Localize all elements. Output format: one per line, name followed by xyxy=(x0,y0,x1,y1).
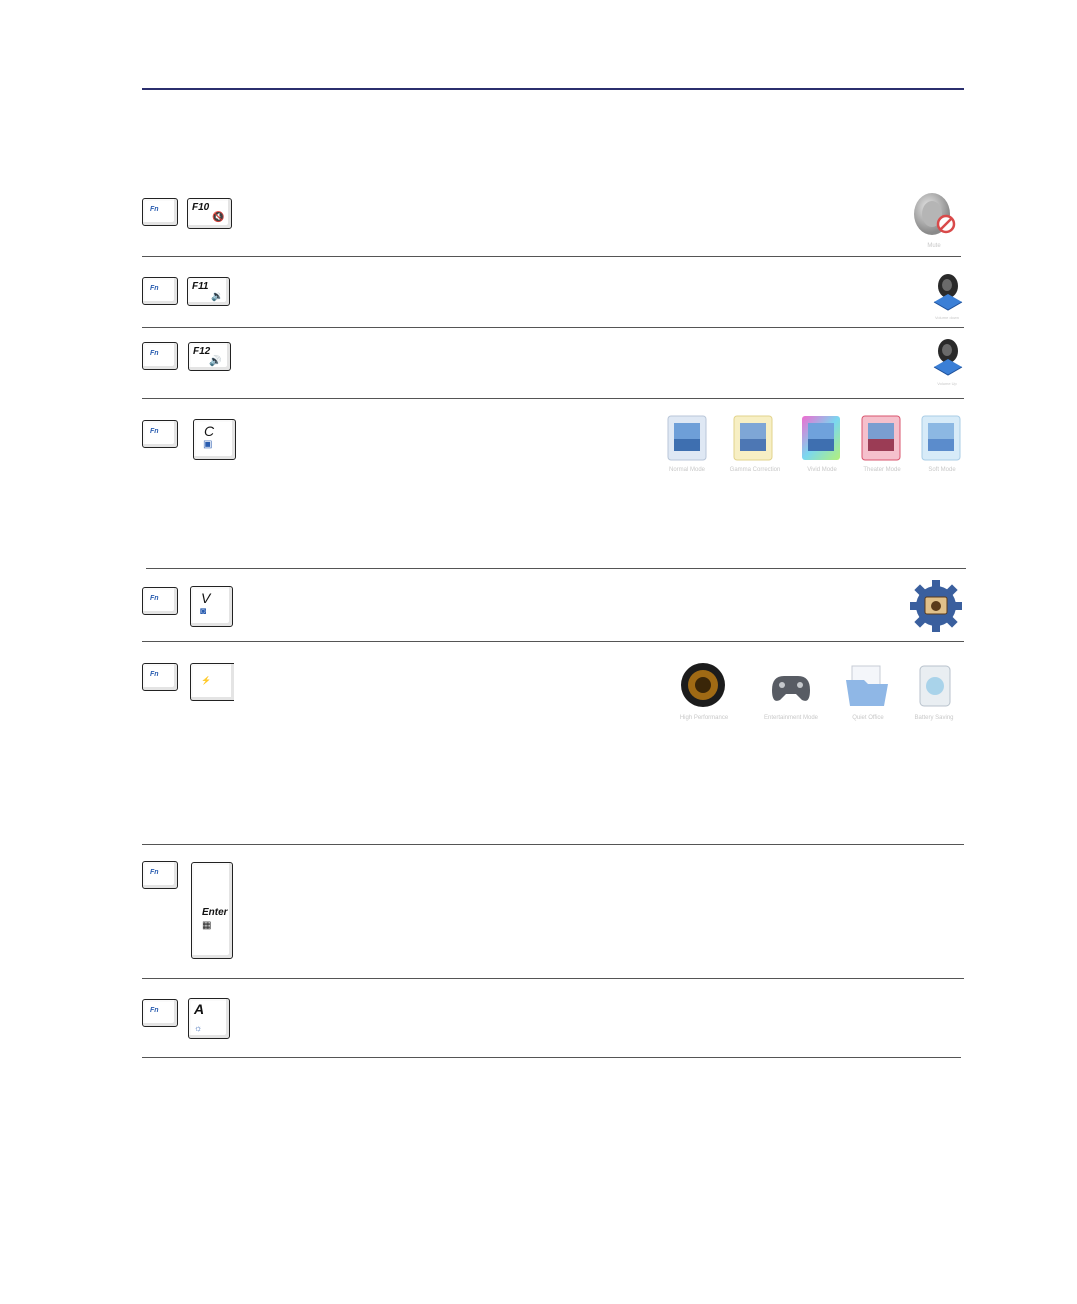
v-key-label: V xyxy=(201,590,211,606)
fn-key-label: Fn xyxy=(150,285,159,292)
f11-key-label: F11 xyxy=(192,281,209,292)
c-key-label: C xyxy=(204,423,215,439)
power-battery-saving-icon xyxy=(919,665,951,707)
fn-key: Fn xyxy=(142,999,178,1027)
power-quiet-office-icon xyxy=(846,665,888,706)
row-separator xyxy=(142,844,964,845)
fn-key-label: Fn xyxy=(150,595,159,602)
fn-key-label: Fn xyxy=(150,1007,159,1014)
fn-key: Fn xyxy=(142,663,178,691)
fn-key: Fn xyxy=(142,277,178,305)
f12-key: F12 🔊 xyxy=(188,342,231,371)
speaker-volume-down-icon xyxy=(933,274,963,311)
splendid-mode-caption: Vivid Mode xyxy=(807,467,837,473)
row-separator xyxy=(146,568,966,569)
fn-key: Fn xyxy=(142,587,178,615)
splendid-mode-caption: Theater Mode xyxy=(863,467,901,473)
a-key-label: A xyxy=(194,1001,205,1017)
speaker-volume-up-icon xyxy=(933,339,963,376)
splendid-mode-caption: Normal Mode xyxy=(668,467,705,473)
power-mode-caption: Battery Saving xyxy=(914,715,954,721)
a-key: A ☼ xyxy=(188,998,230,1039)
camera-icon: ◙ xyxy=(200,606,207,617)
row-separator xyxy=(142,398,964,399)
f10-key-label: F10 xyxy=(192,202,210,213)
mute-caption: Mute xyxy=(927,243,941,249)
fn-key-label: Fn xyxy=(150,428,159,435)
splendid-vivid-mode-icon xyxy=(802,416,840,460)
enter-key-label: Enter xyxy=(202,907,228,918)
power-high-performance-icon xyxy=(681,663,725,707)
row-separator xyxy=(142,641,964,642)
fn-key-label: Fn xyxy=(150,869,159,876)
top-rule xyxy=(142,88,964,90)
fn-key-label: Fn xyxy=(150,206,159,213)
f12-key-label: F12 xyxy=(193,346,211,357)
mute-icon: 🔇 xyxy=(212,212,225,223)
enter-key: Enter ▦ xyxy=(191,862,233,959)
splendid-icon: ▣ xyxy=(203,439,213,450)
row-separator xyxy=(142,978,964,979)
power-entertainment-mode-icon xyxy=(772,676,810,701)
volume-up-caption: Volume Up xyxy=(937,381,957,386)
power4gear-icon: ⚡ xyxy=(201,676,211,685)
speaker-mute-icon xyxy=(914,193,956,235)
power-mode-caption: Quiet Office xyxy=(852,715,884,721)
ambient-sensor-icon: ☼ xyxy=(194,1023,203,1033)
splendid-mode-caption: Gamma Correction xyxy=(729,467,781,473)
power-mode-caption: High Performance xyxy=(679,715,729,721)
fn-key-label: Fn xyxy=(150,671,159,678)
row-separator xyxy=(142,256,961,257)
row-separator xyxy=(142,327,964,328)
splendid-normal-mode-icon xyxy=(667,415,707,461)
splendid-theater-mode-icon xyxy=(861,415,901,461)
life-frame-gear-icon xyxy=(910,580,962,632)
c-key: C ▣ xyxy=(193,419,236,460)
volume-up-icon: 🔊 xyxy=(209,356,222,367)
f10-key: F10 🔇 xyxy=(187,198,232,229)
row-separator xyxy=(142,1057,961,1058)
volume-down-caption: Volume down xyxy=(934,315,959,320)
volume-down-icon: 🔉 xyxy=(211,291,224,302)
splendid-gamma-correction-icon xyxy=(733,415,773,461)
f11-key: F11 🔉 xyxy=(187,277,230,306)
fn-key: Fn xyxy=(142,420,178,448)
fn-key: Fn xyxy=(142,198,178,226)
fn-key-label: Fn xyxy=(150,350,159,357)
space-key: ⚡ xyxy=(190,663,234,701)
splendid-soft-mode-icon xyxy=(921,415,961,461)
v-key: V ◙ xyxy=(190,586,233,627)
splendid-mode-caption: Soft Mode xyxy=(928,467,956,473)
fn-key: Fn xyxy=(142,342,178,370)
calculator-icon: ▦ xyxy=(202,920,212,931)
power-mode-caption: Entertainment Mode xyxy=(763,715,819,721)
fn-key: Fn xyxy=(142,861,178,889)
